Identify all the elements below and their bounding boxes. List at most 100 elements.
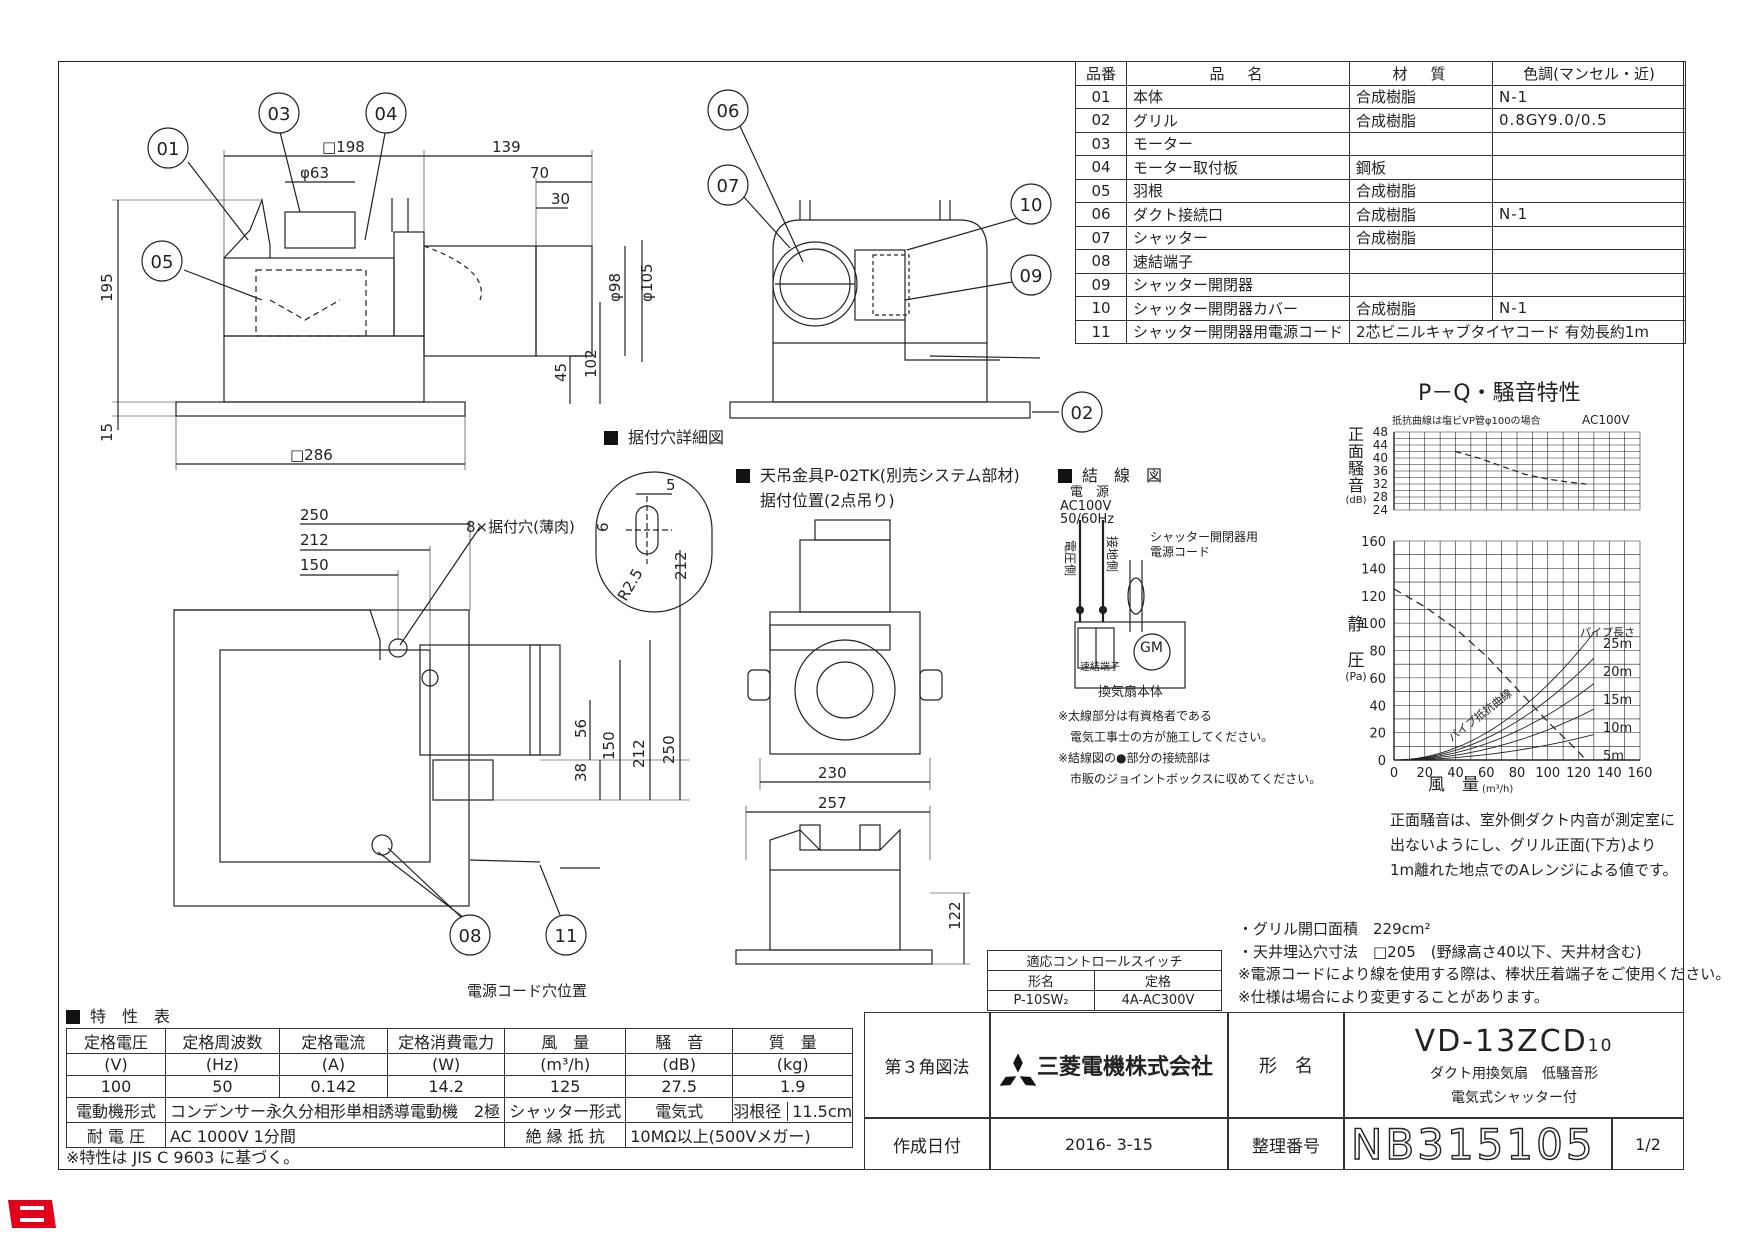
dimension-6: 6	[594, 522, 612, 532]
w-note1: ※太線部分は有資格者である	[1058, 708, 1212, 723]
char-unit: (kg)	[732, 1053, 854, 1076]
char-header: 定格周波数	[165, 1028, 280, 1054]
w-note4: 市販のジョイントボックスに収めてください。	[1070, 771, 1321, 786]
model-number: VD-13ZCD	[1414, 1023, 1588, 1059]
char-header: 質 量	[732, 1028, 854, 1054]
pressure-axis-label: 静圧	[1348, 615, 1365, 671]
model-desc2: 電気式シャッター付	[1451, 1089, 1577, 1106]
chart-subtitle: 抵抗曲線は塩ビVP管φ100の場合	[1392, 414, 1541, 427]
header-name: 品 名	[1125, 61, 1351, 86]
noise-tick: 40	[1373, 451, 1388, 465]
char-unit: (A)	[278, 1053, 389, 1076]
callout-label: 08	[459, 926, 482, 947]
noise-curve	[1455, 450, 1587, 485]
part-number: 01	[1075, 84, 1127, 109]
noise-axis-unit: (dB)	[1345, 495, 1366, 506]
dimension-R25: R2.5	[614, 565, 647, 604]
drawing-number: NB315105	[1344, 1118, 1612, 1170]
power-head: 電 源	[1070, 485, 1109, 500]
pq-curve	[1393, 588, 1587, 761]
callout-label: 11	[555, 926, 578, 947]
callout-label: 09	[1020, 266, 1043, 287]
char-unit: (Hz)	[165, 1053, 280, 1076]
mount-view	[735, 519, 970, 965]
number-label: 整理番号	[1228, 1118, 1344, 1170]
power-hz: 50/60Hz	[1060, 512, 1114, 527]
note-line: ・グリル開口面積 229cm²	[1238, 920, 1431, 938]
side-view	[112, 127, 643, 470]
switch-header-model: 形名	[987, 970, 1095, 991]
insulation-label: 絶 縁 抵 抗	[504, 1122, 627, 1148]
mount-title: 天吊金具P-02TK(別売システム部材)	[736, 462, 1020, 486]
insulation-value: 10MΩ以上(500Vメガー)	[625, 1122, 854, 1148]
power-v: AC100V	[1060, 499, 1112, 514]
dimension-102: 102	[582, 349, 600, 378]
pipe-length-label: 15m	[1603, 693, 1632, 708]
x-tick: 140	[1597, 766, 1622, 781]
mount-subtitle: 据付位置(2点吊り)	[760, 491, 895, 510]
x-tick: 40	[1447, 766, 1464, 781]
model-label: 形 名	[1228, 1012, 1344, 1118]
part-number: 11	[1075, 319, 1127, 344]
callout-11	[545, 914, 587, 956]
date-value: 2016- 3-15	[990, 1118, 1228, 1170]
char-unit: (m³/h)	[504, 1053, 627, 1076]
chart-supply: AC100V	[1582, 413, 1630, 427]
callout-label: 02	[1071, 403, 1094, 424]
callout-label: 04	[375, 104, 398, 125]
motor-type-value: コンデンサー永久分相形単相誘導電動機 2極	[164, 1097, 506, 1123]
wiring-diagram	[1074, 520, 1186, 689]
pressure-tick: 40	[1369, 699, 1386, 714]
noise-note-line: 1m離れた地点でのAレンジによる値です。	[1390, 861, 1678, 879]
corner-logo-icon	[8, 1200, 56, 1228]
shutter-cord2: 電源コード	[1150, 545, 1210, 559]
x-tick: 20	[1416, 766, 1433, 781]
general-notes: ・グリル開口面積 229cm² ・天井埋込穴寸法 □205 (野縁高さ40以下、…	[1238, 918, 1730, 1008]
noise-tick: 28	[1373, 490, 1388, 504]
callout-06	[707, 89, 749, 131]
parts-table-header: 品番 品 名 材 質 色調(マンセル・近)	[1075, 61, 1687, 86]
dimension-212: 212	[300, 531, 329, 549]
ground-side-label: 接地側	[1105, 536, 1120, 572]
dimension-38: 38	[572, 763, 590, 782]
part-number: 10	[1075, 296, 1127, 321]
noise-note-line: 出ないようにし、グリル正面(下方)より	[1390, 836, 1657, 854]
char-header: 風 量	[504, 1028, 627, 1054]
note-line: ※仕様は場合により変更することがあります。	[1238, 987, 1549, 1006]
callout-07	[707, 164, 749, 206]
model-desc1: ダクト用換気扇 低騒音形	[1430, 1065, 1598, 1082]
dimension-230: 230	[818, 764, 847, 782]
dimension-150: 150	[300, 556, 329, 574]
part-color	[1492, 155, 1687, 180]
noise-tick: 48	[1373, 425, 1388, 439]
dimension-212b: 212	[672, 551, 690, 580]
callout-label: 07	[717, 176, 740, 197]
page-number: 1/2	[1612, 1118, 1684, 1170]
header-no: 品番	[1075, 61, 1127, 86]
pipe-curve	[1393, 683, 1595, 761]
part-color	[1492, 225, 1687, 250]
char-value: 27.5	[625, 1075, 734, 1098]
pipe-length-label: 10m	[1603, 721, 1632, 736]
pressure-tick: 120	[1361, 590, 1386, 605]
dimension-286: □286	[290, 446, 333, 464]
pressure-tick: 20	[1369, 727, 1386, 742]
callout-05	[141, 240, 183, 282]
part-number: 03	[1075, 131, 1127, 156]
cord-hole-label: 電源コード穴位置	[467, 982, 587, 1000]
part-name: ダクト接続口	[1125, 202, 1351, 227]
pipe-length-label: 5m	[1603, 749, 1624, 764]
pressure-tick: 60	[1369, 672, 1386, 687]
withstand-value: AC 1000V 1分間	[164, 1122, 506, 1148]
dimension-250: 250	[300, 506, 329, 524]
x-tick: 100	[1535, 766, 1560, 781]
part-name: シャッター開閉器	[1125, 272, 1351, 297]
dimension-30: 30	[551, 190, 570, 208]
dimension-195: 195	[98, 273, 116, 302]
pipe-length-label: 25m	[1603, 637, 1632, 652]
